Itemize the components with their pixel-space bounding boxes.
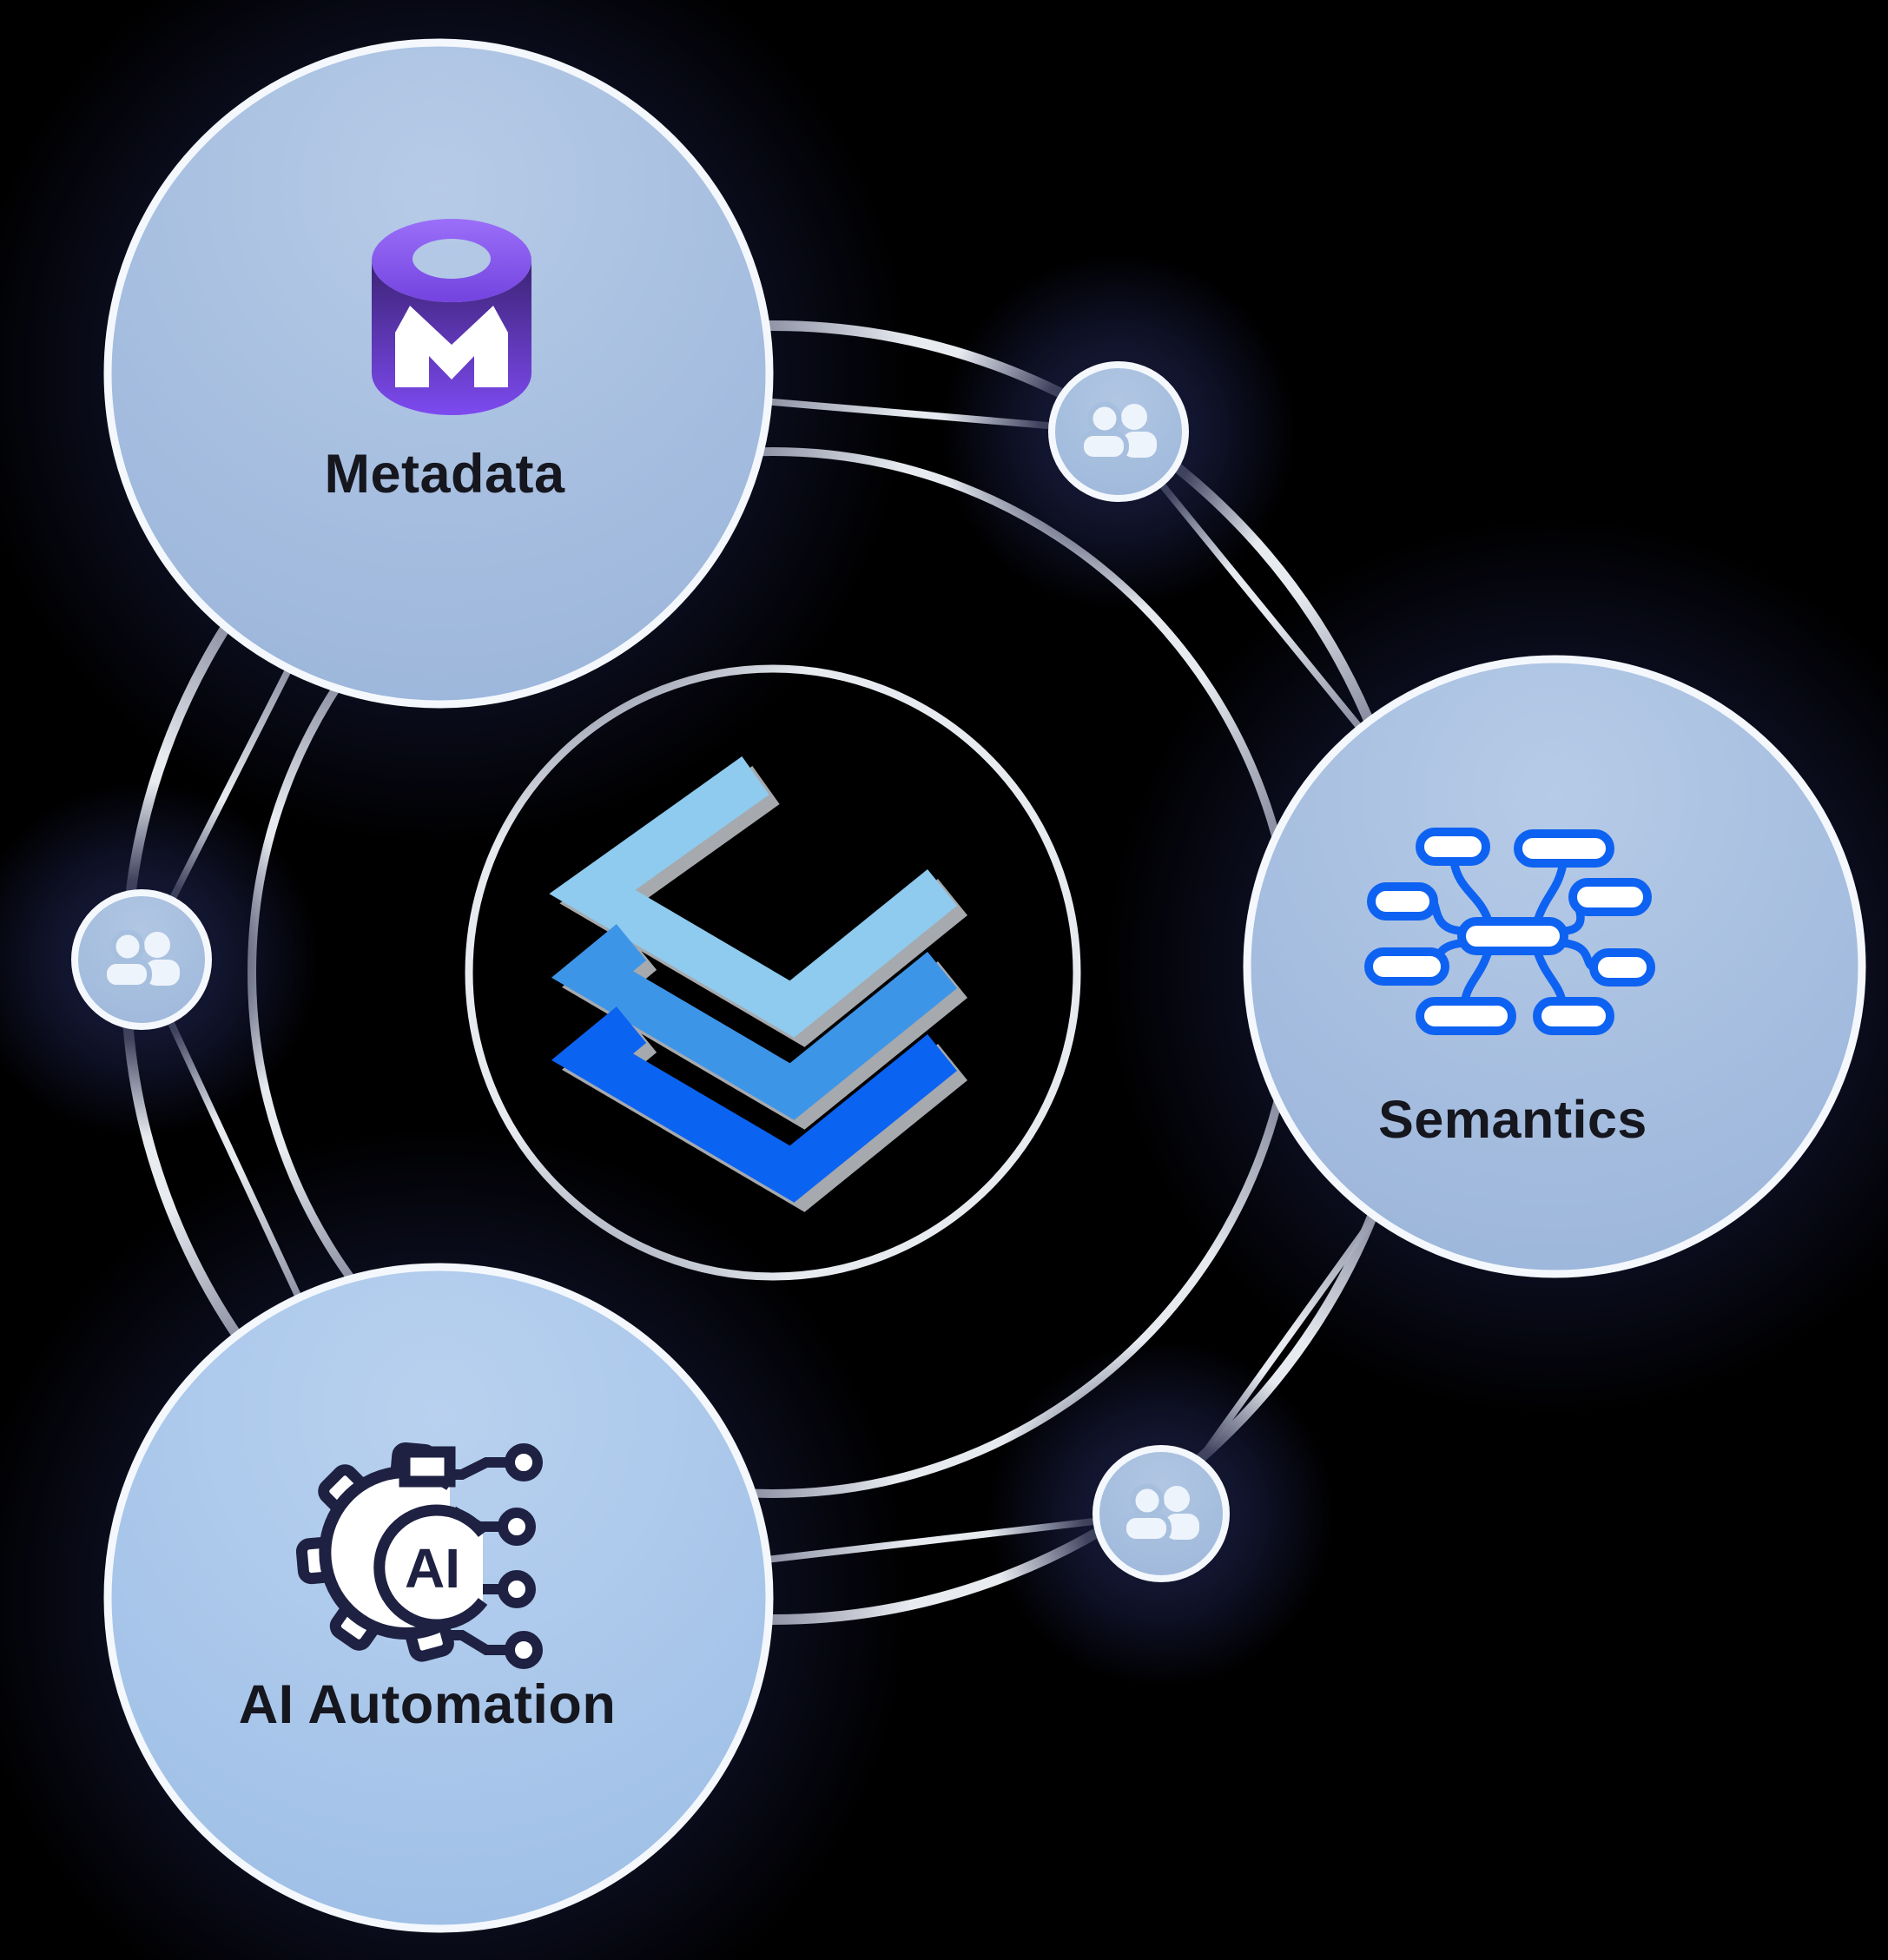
node-ai-automation[interactable]: AI bbox=[103, 1263, 774, 1933]
user-badge-left[interactable] bbox=[71, 889, 212, 1030]
ai-automation-label: AI Automation bbox=[238, 1674, 617, 1735]
ai-icon-text: AI bbox=[405, 1537, 460, 1600]
ai-gear-circuit-icon: AI bbox=[295, 1442, 543, 1669]
metadata-database-cylinder-icon bbox=[372, 219, 531, 415]
chevron-layer-top bbox=[549, 756, 957, 1038]
node-metadata[interactable] bbox=[103, 38, 774, 709]
semantics-label: Semantics bbox=[1378, 1090, 1647, 1149]
users-icon bbox=[1121, 1483, 1199, 1544]
user-badge-top[interactable] bbox=[1048, 361, 1189, 502]
node-semantics[interactable] bbox=[1243, 655, 1866, 1278]
metadata-label: Metadata bbox=[324, 444, 565, 505]
users-icon bbox=[1079, 401, 1157, 462]
metadata-m-letter bbox=[395, 306, 508, 387]
chevron-layer-middle bbox=[551, 924, 957, 1120]
semantics-mindmap-icon bbox=[1364, 828, 1655, 1035]
semantics-circle[interactable] bbox=[1243, 655, 1866, 1278]
user-badge-bottom[interactable] bbox=[1093, 1445, 1230, 1582]
layered-chevrons-logo bbox=[549, 756, 967, 1212]
users-icon bbox=[102, 929, 180, 990]
chevron-layer-bottom bbox=[551, 1006, 957, 1203]
